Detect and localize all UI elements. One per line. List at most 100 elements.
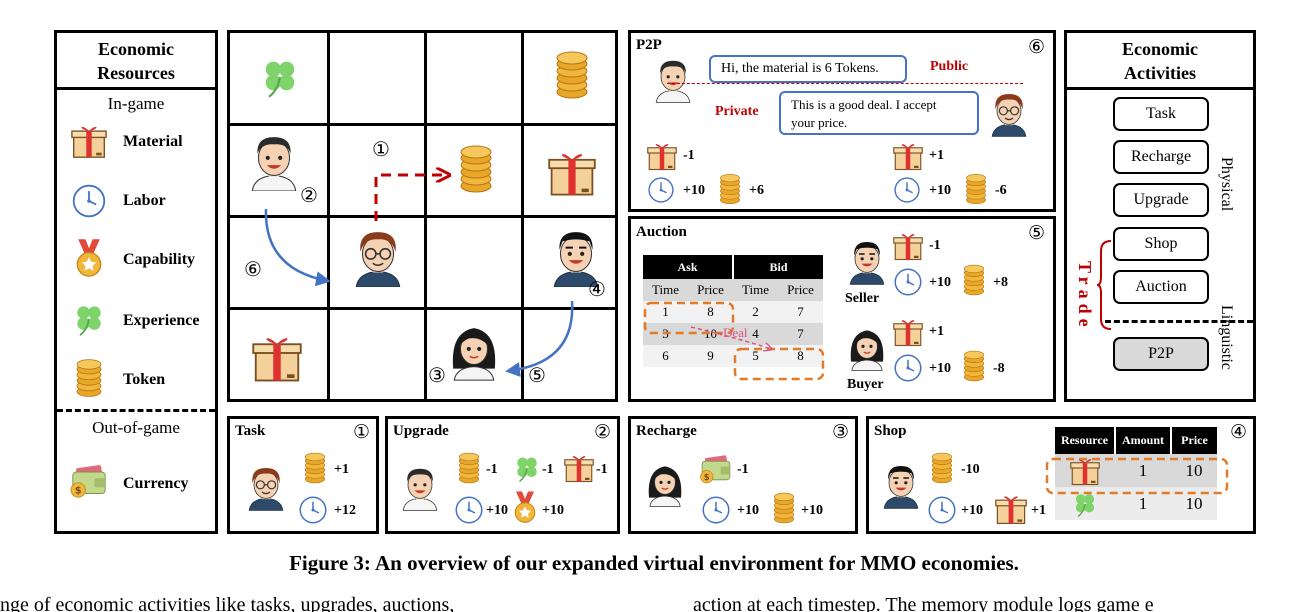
avatar [847, 237, 887, 287]
recharge-panel: Recharge ③ -1 +10 +10 [628, 416, 858, 534]
avatar [246, 463, 286, 513]
clock-icon [893, 176, 921, 204]
recharge-title: Recharge [636, 423, 697, 439]
cell: 10 [1185, 460, 1203, 480]
coin-stack-icon [73, 357, 105, 399]
trade-bracket [1096, 240, 1112, 330]
auction-number: ⑤ [1027, 223, 1045, 244]
linguistic-label: Linguistic [1218, 305, 1235, 370]
seller-token: +8 [993, 275, 1008, 290]
game-map-grid: ② ① ④ ⑥ ③ ⑤ [227, 30, 618, 402]
seller-labor: +10 [929, 275, 951, 290]
coin-stack-icon [771, 491, 797, 525]
avatar [881, 461, 921, 511]
public-private-divider [667, 83, 1023, 84]
upgrade-panel: Upgrade ② -1 -1 -1 +10 +10 [385, 416, 620, 534]
task-labor: +12 [334, 503, 356, 518]
medal-icon [510, 491, 540, 525]
recharge-token: +10 [801, 503, 823, 518]
buyer-token: -8 [993, 361, 1005, 376]
avatar [989, 89, 1029, 139]
col-header: Price [1171, 427, 1217, 454]
physical-label: Physical [1218, 157, 1235, 212]
ingame-label: In-game [107, 94, 165, 113]
shop-labor: +10 [961, 503, 983, 518]
clock-icon [298, 495, 328, 525]
buyer-label: Buyer [847, 377, 884, 392]
task-panel: Task ① +1 +12 [227, 416, 379, 534]
chat-message: your price. [791, 115, 848, 130]
avatar [645, 459, 685, 509]
seller-material: -1 [929, 238, 941, 253]
cell: 7 [797, 304, 804, 319]
resources-title-line2: Resources [97, 63, 175, 83]
clock-icon [71, 183, 107, 219]
resource-experience-label: Experience [123, 312, 200, 329]
marker-2: ② [300, 185, 318, 207]
shop-panel: Shop ④ -10 +10 +1 Resource Amount Price … [866, 416, 1256, 534]
clover-icon [512, 453, 542, 483]
p2p-left-token: +6 [749, 183, 764, 198]
movement-arrows [264, 33, 574, 378]
marker-1: ① [372, 139, 390, 161]
activity-auction: Auction [1113, 270, 1209, 304]
cell: 1 [662, 304, 669, 319]
upgrade-labor: +10 [486, 503, 508, 518]
avatar [653, 55, 693, 105]
col-header: Amount [1115, 427, 1172, 454]
physical-linguistic-divider [1105, 320, 1253, 323]
p2p-panel: P2P ⑥ Hi, the material is 6 Tokens. Publ… [628, 30, 1056, 212]
shop-table: Resource Amount Price 1 10 1 10 [1055, 427, 1217, 520]
coin-stack-icon [456, 451, 482, 485]
buyer-labor: +10 [929, 361, 951, 376]
cell: 10 [704, 326, 717, 341]
coin-stack-icon [963, 173, 989, 205]
resource-material-label: Material [123, 133, 183, 150]
auction-panel: Auction ⑤ Ask Bid Time Price Time Price … [628, 216, 1056, 402]
deal-label: Deal [723, 325, 748, 340]
chat-message: This is a good deal. I accept [791, 97, 937, 112]
recharge-number: ③ [831, 422, 849, 443]
coin-stack-icon [717, 173, 743, 205]
col-header: Price [787, 282, 814, 297]
task-title: Task [235, 423, 266, 439]
upgrade-title: Upgrade [393, 423, 449, 439]
cell: 1 [1138, 493, 1148, 513]
cell: 1 [1138, 460, 1148, 480]
divider [1067, 87, 1253, 90]
clock-icon [454, 495, 484, 525]
upgrade-capability: +10 [542, 503, 564, 518]
cell: 4 [752, 326, 759, 341]
upgrade-token: -1 [486, 462, 498, 477]
buyer-material: +1 [929, 324, 944, 339]
public-label: Public [930, 59, 969, 74]
avatar [400, 463, 440, 513]
gift-box-icon [647, 141, 677, 171]
resources-title-line1: Economic [98, 39, 174, 59]
coin-stack-icon [961, 349, 987, 383]
activities-title-line2: Activities [1124, 63, 1196, 83]
order-book-table: Ask Bid Time Price Time Price 1 8 2 7 3 … [643, 255, 823, 367]
activities-title-line1: Economic [1122, 39, 1198, 59]
cell: 2 [752, 304, 759, 319]
deal-highlight [643, 301, 825, 381]
shop-token: -10 [961, 462, 980, 477]
table-row: 6 9 5 8 [643, 345, 823, 367]
gift-box-icon [893, 141, 923, 171]
marker-5: ⑤ [528, 365, 546, 387]
task-token: +1 [334, 462, 349, 477]
resource-capability-label: Capability [123, 251, 196, 268]
coin-stack-icon [961, 263, 987, 297]
dashed-divider [57, 409, 215, 412]
chat-message: Hi, the material is 6 Tokens. [721, 61, 879, 76]
avatar [847, 323, 887, 373]
resources-panel: Economic Resources In-game Material Labo… [54, 30, 218, 534]
outgame-label: Out-of-game [92, 418, 180, 437]
recharge-currency: -1 [737, 462, 749, 477]
col-header: Price [697, 282, 724, 297]
activity-p2p: P2P [1113, 337, 1209, 371]
trade-label: Trade [1075, 261, 1095, 332]
clock-icon [893, 267, 923, 297]
p2p-right-token: -6 [995, 183, 1007, 198]
auction-title: Auction [636, 224, 687, 240]
